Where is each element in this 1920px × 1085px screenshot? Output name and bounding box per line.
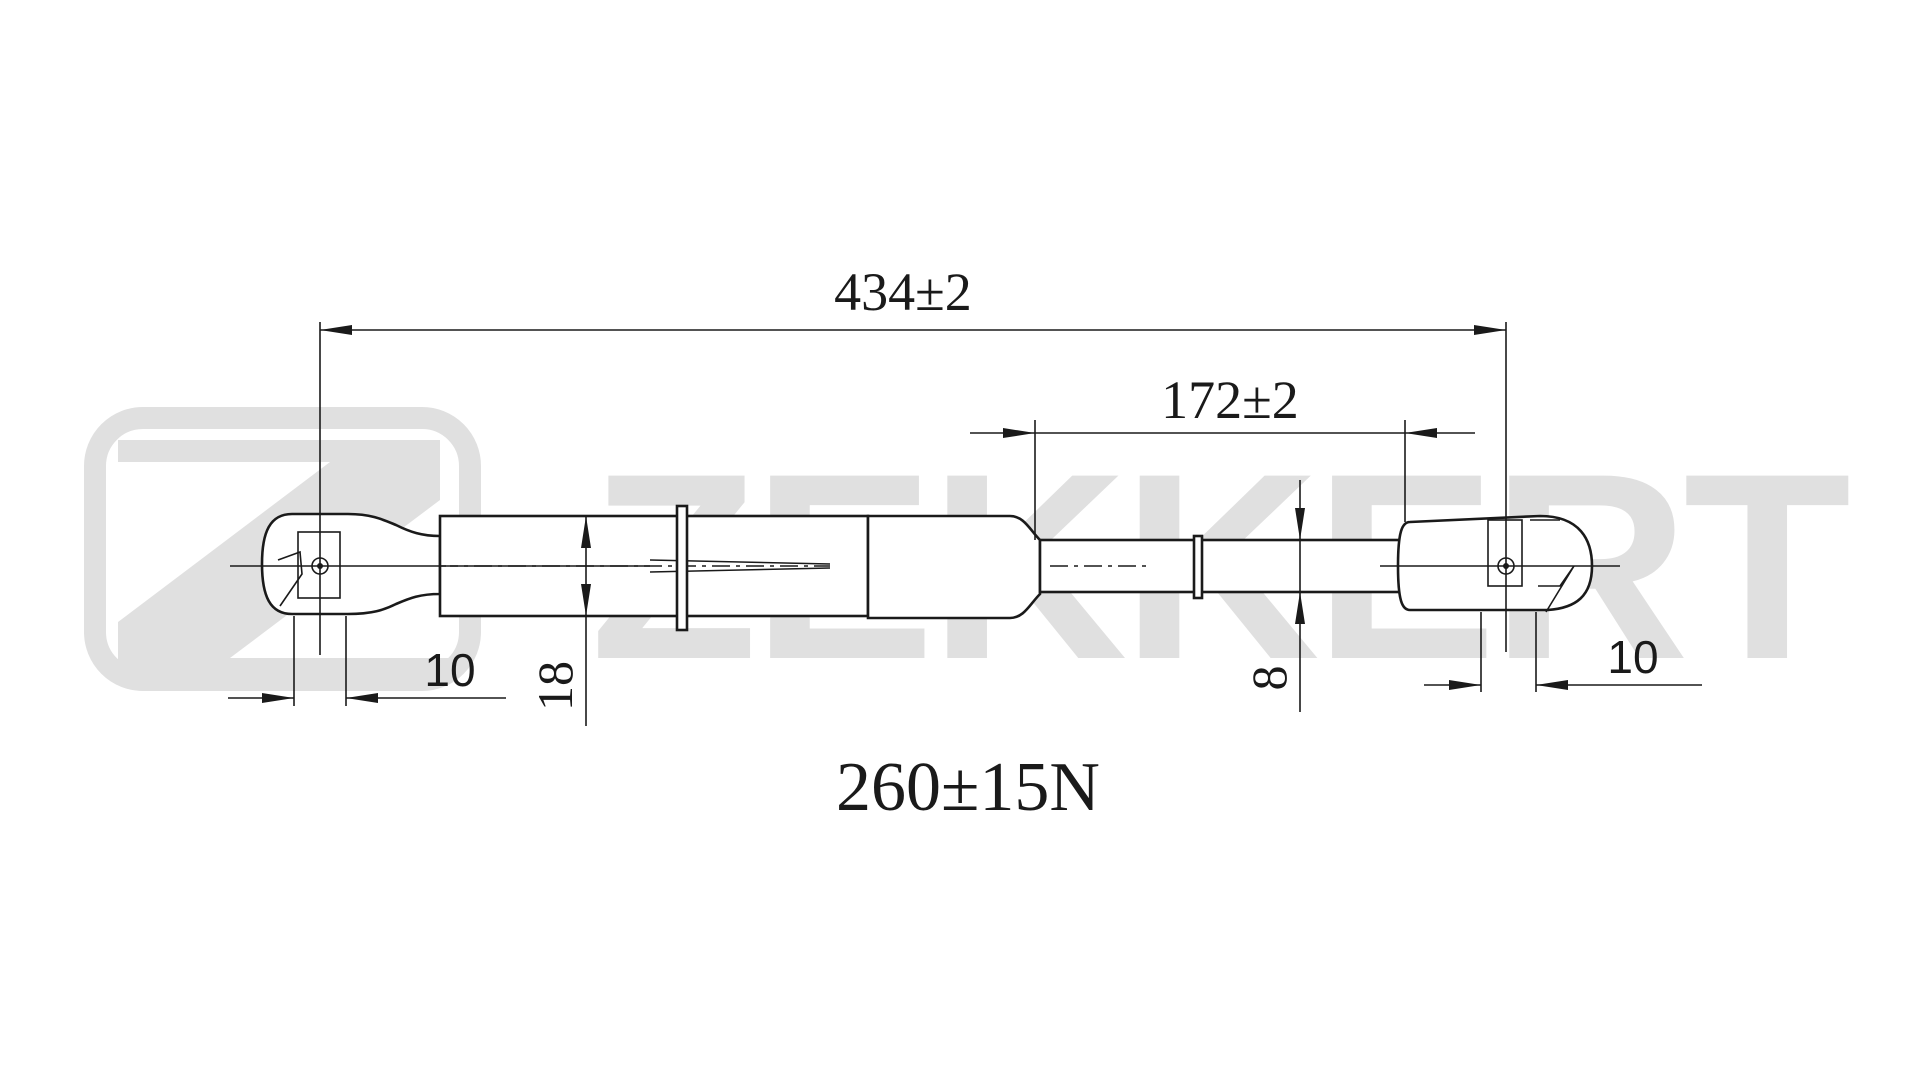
right-fitting-label: 10 xyxy=(1607,631,1658,683)
dim-stroke: 172±2 xyxy=(970,370,1475,540)
right-end-fitting xyxy=(1396,514,1594,612)
body-diameter-label: 18 xyxy=(527,661,583,711)
dim-overall-length: 434±2 xyxy=(319,262,1507,655)
left-fitting-label: 10 xyxy=(424,644,475,696)
gas-spring xyxy=(260,504,1594,632)
dim-left-fitting: 10 xyxy=(228,616,506,706)
left-clip xyxy=(277,550,303,607)
force-rating: 260±15N xyxy=(836,749,1100,826)
cylinder-end xyxy=(866,514,1042,620)
rod-collar xyxy=(1192,534,1204,600)
dim-rod-diameter: 8 xyxy=(1241,480,1305,712)
stroke-label: 172±2 xyxy=(1161,370,1299,430)
left-end-fitting xyxy=(260,512,442,616)
rod-diameter-label: 8 xyxy=(1241,666,1297,691)
dim-body-diameter: 18 xyxy=(527,516,591,726)
dim-right-fitting: 10 xyxy=(1424,612,1702,692)
mid-collar xyxy=(675,504,689,632)
overall-length-label: 434±2 xyxy=(834,262,972,322)
